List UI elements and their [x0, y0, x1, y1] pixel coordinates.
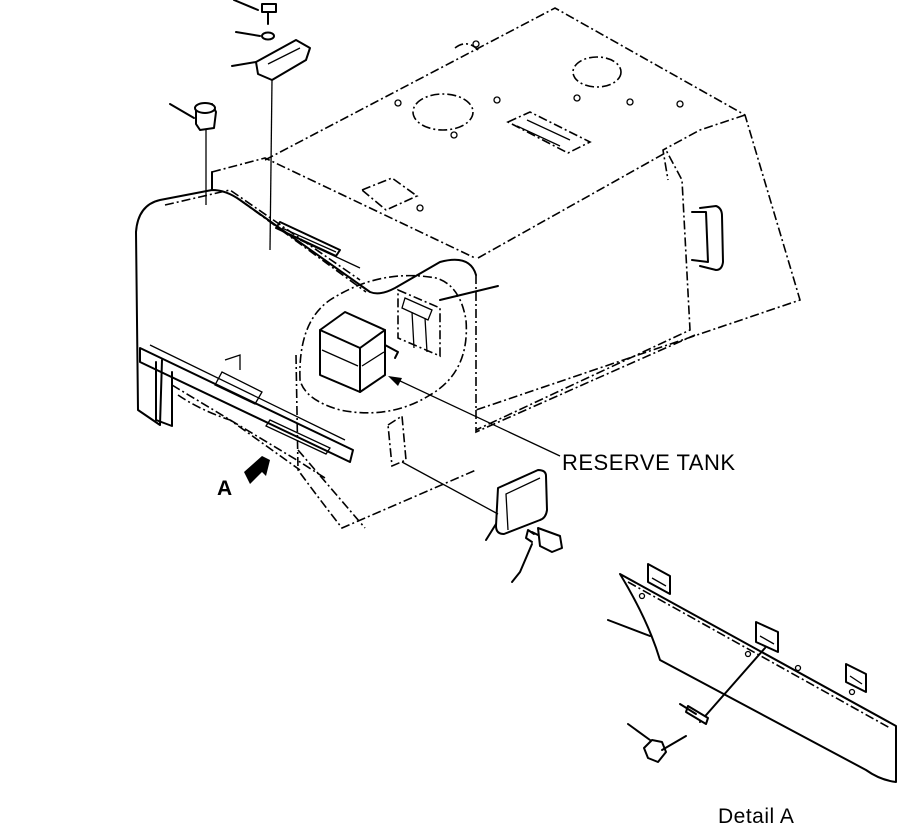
detail-a — [607, 563, 897, 783]
view-a-arrow — [244, 456, 270, 484]
front-bracket — [139, 344, 354, 479]
view-a-label: A — [217, 477, 233, 500]
top-fasteners — [169, 0, 311, 251]
engine-hood — [135, 7, 801, 529]
washer — [261, 31, 275, 41]
clip — [255, 39, 311, 81]
inspection-cover — [387, 414, 548, 535]
detail-a-label: Detail A — [718, 805, 795, 828]
leader-lines — [388, 285, 561, 541]
reserve-tank-label: RESERVE TANK — [562, 450, 736, 475]
reserve-tank-callout — [299, 274, 468, 414]
top-bolt — [261, 3, 277, 13]
cover-bolt — [511, 527, 563, 583]
reserve-tank — [319, 311, 386, 393]
